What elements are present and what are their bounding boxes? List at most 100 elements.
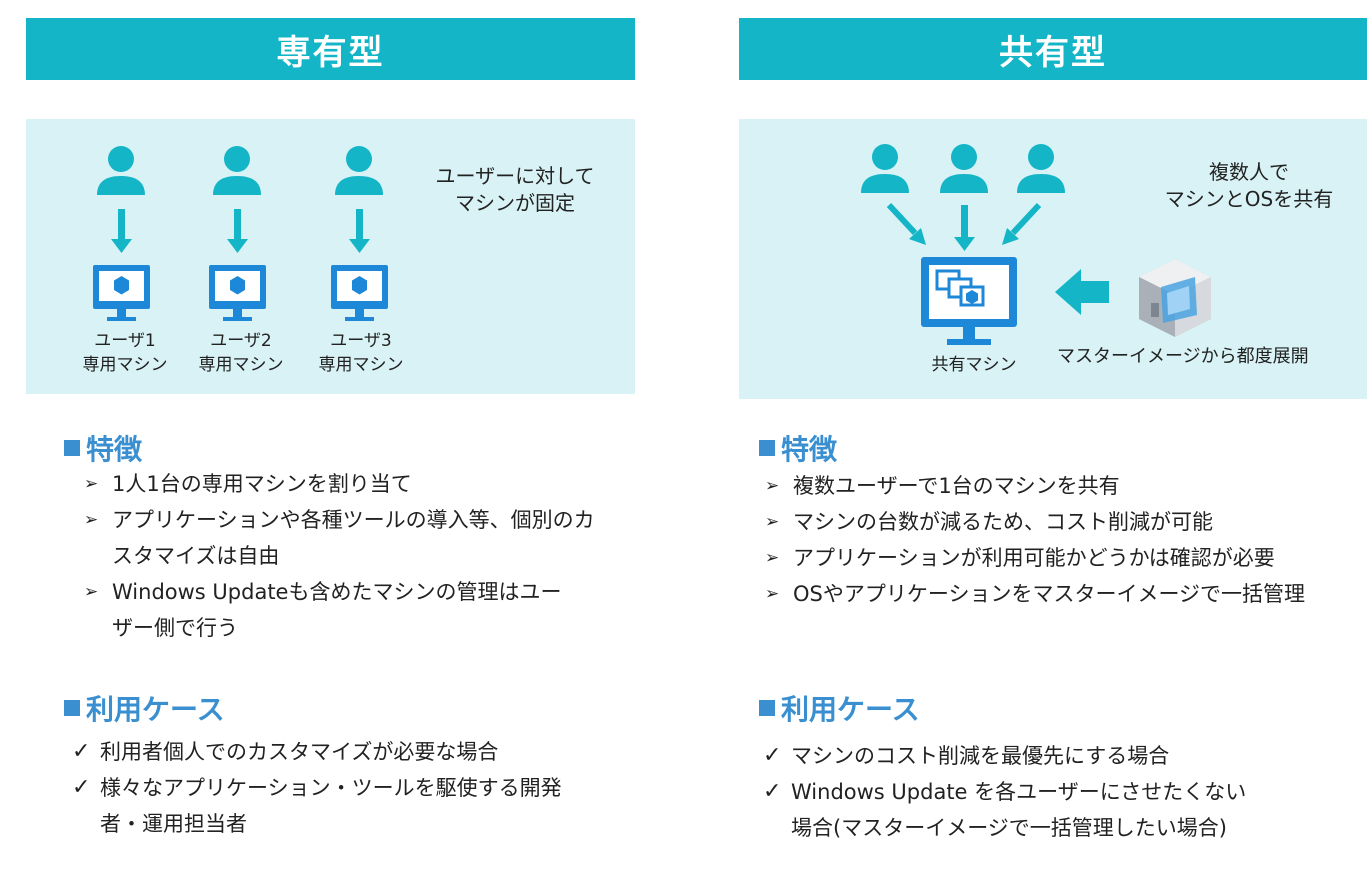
item-text: 様々なアプリケーション・ツールを駆使する開発 — [100, 776, 562, 800]
dedicated-usecase-list: ✓ 利用者個人でのカスタマイズが必要な場合 ✓ 様々なアプリケーション・ツールを駆使… — [72, 734, 642, 842]
shared-column: 共有型 — [739, 0, 1367, 840]
bullet-arrow-icon: ➢ — [765, 584, 780, 604]
arrow-diagonal-icon — [909, 228, 926, 245]
item-text: ザー側で行う — [112, 616, 238, 640]
note-line: ユーザーに対して — [435, 164, 595, 188]
dedicated-features-list: ➢ 1人1台の専用マシンを割り当て ➢ アプリケーションや各種ツールの導入等、個別の… — [84, 466, 644, 646]
check-icon: ✓ — [763, 779, 782, 804]
shared-features-title: 特徴 — [759, 428, 837, 468]
list-item: ➢ 1人1台の専用マシンを割り当て — [84, 466, 644, 502]
person-body — [213, 176, 261, 195]
bullet-arrow-icon: ➢ — [84, 582, 99, 602]
item-text: Windows Updateも含めたマシンの管理はユー — [112, 580, 562, 604]
section-label: 特徴 — [86, 433, 143, 466]
arrow-left-icon — [1055, 269, 1109, 315]
square-bullet-icon — [759, 440, 775, 456]
stacked-windows-icon — [935, 269, 985, 307]
machine-label-1: ユーザ1 専用マシン — [66, 329, 184, 377]
bullet-arrow-icon: ➢ — [765, 476, 780, 496]
monitor-icon — [209, 265, 266, 321]
dedicated-user-3 — [322, 145, 404, 381]
list-item: ➢複数ユーザーで1台のマシンを共有 — [765, 468, 1365, 504]
check-icon: ✓ — [72, 775, 91, 800]
shared-note: 複数人で マシンとOSを共有 — [1149, 159, 1349, 213]
section-label: 特徴 — [781, 433, 838, 466]
bullet-arrow-icon: ➢ — [765, 548, 780, 568]
square-bullet-icon — [759, 700, 775, 716]
bullet-arrow-icon: ➢ — [84, 510, 99, 530]
machine-label-type: 専用マシン — [82, 355, 168, 375]
check-icon: ✓ — [763, 743, 782, 768]
arrow-down-icon — [227, 239, 248, 253]
person-icon — [1017, 144, 1065, 193]
item-text: アプリケーションが利用可能かどうかは確認が必要 — [793, 546, 1275, 570]
list-item: ➢ マシンの台数が減るため、コスト削減が可能 — [765, 504, 1365, 540]
machine-label-type: 専用マシン — [318, 355, 404, 375]
section-label: 利用ケース — [781, 693, 920, 726]
arrow-down-icon — [954, 237, 975, 251]
item-text: OSやアプリケーションをマスターイメージで一括管理 — [793, 582, 1306, 606]
square-bullet-icon — [64, 440, 80, 456]
arrow-shaft — [1010, 202, 1042, 236]
person-icon — [346, 146, 372, 172]
item-text: マシンの台数が減るため、コスト削減が可能 — [793, 510, 1213, 534]
monitor-icon — [93, 265, 150, 321]
dedicated-usecase-title: 利用ケース — [64, 688, 225, 728]
machine-label-2: ユーザ2 専用マシン — [182, 329, 300, 377]
machine-label-3: ユーザ3 専用マシン — [302, 329, 420, 377]
person-icon — [108, 146, 134, 172]
arrow-down-icon — [111, 239, 132, 253]
item-text: Windows Update を各ユーザーにさせたくない — [791, 780, 1247, 804]
item-text: 利用者個人でのカスタマイズが必要な場合 — [100, 740, 499, 764]
list-item: ✓ マシンのコスト削減を最優先にする場合 — [763, 738, 1363, 774]
machine-label-user: ユーザ2 — [210, 331, 272, 351]
section-label: 利用ケース — [86, 693, 225, 726]
square-bullet-icon — [64, 700, 80, 716]
arrow-shaft — [886, 202, 918, 236]
shared-features-list: ➢複数ユーザーで1台のマシンを共有 ➢マシンの台数が減るため、コスト削減が可能 … — [765, 468, 1365, 612]
item-text: 1人1台の専用マシンを割り当て — [112, 472, 412, 496]
dedicated-header: 専有型 — [26, 18, 635, 80]
bullet-arrow-icon: ➢ — [765, 512, 780, 532]
user-1-diagram — [93, 146, 150, 321]
note-line: マシンとOSを共有 — [1164, 187, 1334, 211]
person-icon — [224, 146, 250, 172]
list-item: ➢ Windows Updateも含めたマシンの管理はユーザー側で行う — [84, 574, 644, 646]
shared-usecase-title: 利用ケース — [759, 688, 920, 728]
dedicated-user-2 — [200, 145, 282, 381]
item-text: 者・運用担当者 — [100, 812, 247, 836]
person-body — [335, 176, 383, 195]
dedicated-column: 専有型 — [26, 0, 635, 836]
list-item: ✓ Windows Update を各ユーザーにさせたくない場合(マスターイメージ… — [763, 774, 1363, 846]
item-text: マシンのコスト削減を最優先にする場合 — [791, 744, 1170, 768]
shared-diagram-panel: 共有マシン マスターイメージから都度展開 複数人で マシンとOSを共有 — [739, 119, 1367, 399]
note-line: マシンが固定 — [455, 191, 575, 215]
arrow-shaft — [118, 209, 125, 241]
list-item: ➢ アプリケーションや各種ツールの導入等、個別のカスタマイズは自由 — [84, 502, 644, 574]
shared-usecase-list: ✓ マシンのコスト削減を最優先にする場合 ✓ Windows Update を各ユー… — [763, 738, 1363, 846]
list-item: ✓ 利用者個人でのカスタマイズが必要な場合 — [72, 734, 642, 770]
list-item: ✓ 様々なアプリケーション・ツールを駆使する開発者・運用担当者 — [72, 770, 642, 842]
bullet-arrow-icon: ➢ — [84, 474, 99, 494]
dedicated-note: ユーザーに対して マシンが固定 — [426, 163, 604, 217]
dedicated-features-title: 特徴 — [64, 428, 142, 468]
shared-machine-label: 共有マシン — [931, 355, 1017, 375]
dedicated-diagram-panel: ユーザ1 専用マシン ユーザ2 専用マシン ユーザ3 専用マシン ユーザーに対し… — [26, 119, 635, 394]
note-line: 複数人で — [1209, 160, 1289, 184]
arrow-diagonal-icon — [1002, 228, 1019, 245]
machine-label-user: ユーザ3 — [330, 331, 392, 351]
item-text: スタマイズは自由 — [112, 544, 280, 568]
check-icon: ✓ — [72, 739, 91, 764]
shared-users-diagram — [861, 144, 1065, 251]
person-icon — [861, 144, 909, 193]
item-text: 場合(マスターイメージで一括管理したい場合) — [791, 816, 1227, 840]
item-text: アプリケーションや各種ツールの導入等、個別のカ — [112, 508, 595, 532]
shared-monitor-icon — [921, 257, 1017, 345]
arrow-shaft — [356, 209, 363, 241]
user-3-diagram — [331, 146, 388, 321]
arrow-shaft — [234, 209, 241, 241]
machine-label-user: ユーザ1 — [94, 331, 156, 351]
master-image-label: マスターイメージから都度展開 — [1057, 346, 1309, 367]
person-icon — [940, 144, 988, 193]
list-item: ➢ OSやアプリケーションをマスターイメージで一括管理 — [765, 576, 1365, 612]
